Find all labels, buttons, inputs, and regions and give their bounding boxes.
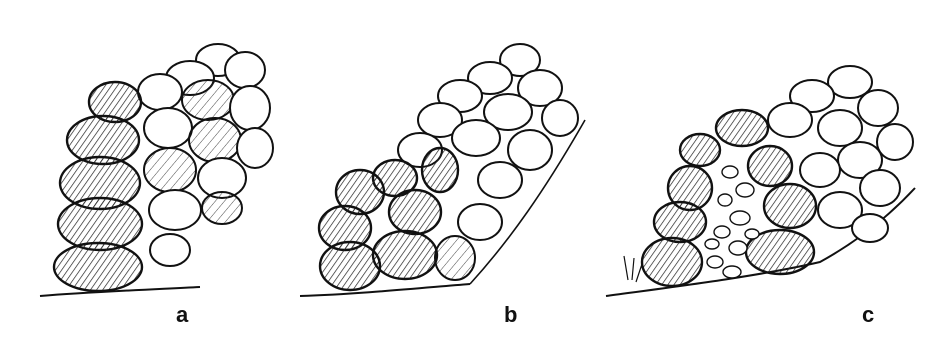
wall-a: [40, 44, 273, 296]
wall-b: [300, 44, 585, 296]
wall-c: [606, 66, 915, 296]
panel-label-a: a: [176, 304, 188, 326]
panel-label-b: b: [504, 304, 517, 326]
panel-label-c: c: [862, 304, 874, 326]
